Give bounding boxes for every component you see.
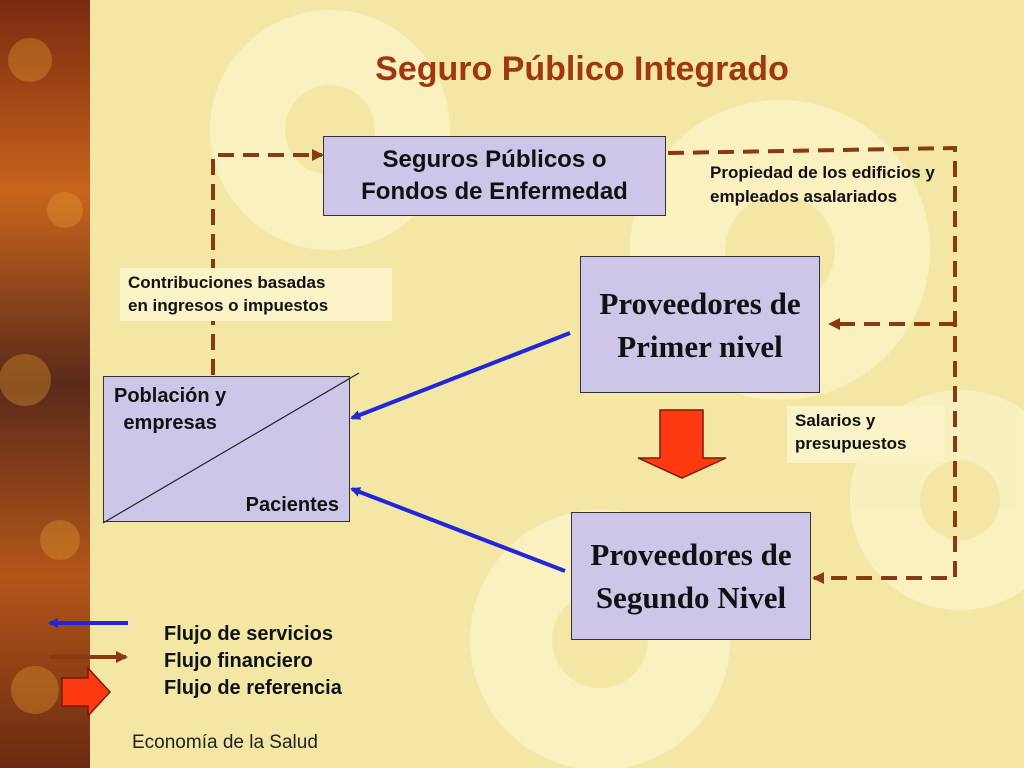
page-title: Seguro Público Integrado [375,50,789,88]
primary-providers-line1: Proveedores de [599,285,801,321]
insurance-funds-box: Seguros Públicos o Fondos de Enfermedad [323,136,666,216]
secondary-providers-line1: Proveedores de [590,537,792,572]
legend-referral-mark [61,666,112,718]
legend-referral-label: Flujo de referencia [164,677,342,699]
strip-texture [0,38,83,714]
insurance-funds-line1: Seguros Públicos o [382,146,607,173]
ownership-label: Propiedad de los edificios y empleados a… [710,163,935,206]
primary-providers-box: Proveedores de Primer nivel [580,256,820,393]
secondary-providers-line2: Segundo Nivel [595,580,787,615]
primary-providers-line2: Primer nivel [617,328,783,364]
salaries-label: Salarios y presupuestos [787,406,945,463]
financial-flow-contributions [211,149,324,375]
footer-text: Economía de la Salud [132,732,318,753]
referral-arrow [637,409,727,479]
decorative-side-strip [0,0,90,768]
service-flow-primary [350,331,571,420]
population-label: Población y empresas [114,385,227,434]
patients-label: Pacientes [245,494,339,516]
secondary-providers-box: Proveedores de Segundo Nivel [571,512,811,640]
legend-services-label: Flujo de servicios [164,623,333,645]
financial-flow-ownership [667,145,957,584]
legend-financial-label: Flujo financiero [164,650,313,672]
population-patients-box: Población y empresas Pacientes [102,372,360,524]
insurance-funds-line2: Fondos de Enfermedad [361,178,628,205]
contributions-label: Contribuciones basadas en ingresos o imp… [120,268,392,321]
service-flow-secondary [350,487,566,573]
population-diagonal-divider [102,372,360,524]
